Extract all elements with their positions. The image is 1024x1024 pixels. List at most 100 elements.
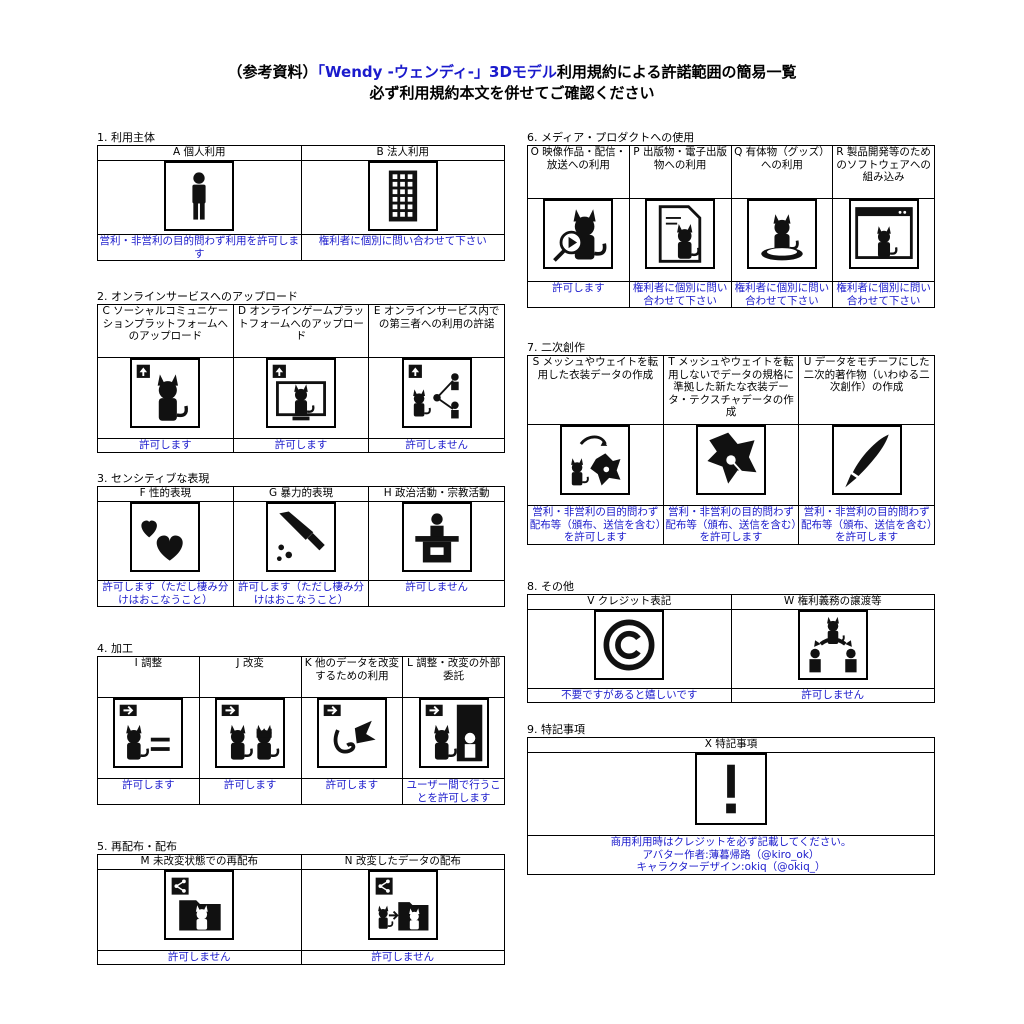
item-header: S メッシュやウェイトを転用した衣装データの作成 xyxy=(527,355,664,425)
item-icon-cell xyxy=(662,424,800,506)
note-line: キャラクターデザイン:okiq（@okiq_） xyxy=(636,861,826,873)
item-result: 権利者に個別に問い合わせて下さい xyxy=(300,234,505,261)
item-header: I 調整 xyxy=(97,656,200,698)
item-header: U データをモチーフにした二次的著作物（いわゆる二次創作）の作成 xyxy=(798,355,935,425)
note-line: アバター作者:薄暮帰路（@kiro_ok） xyxy=(642,848,820,861)
building-icon xyxy=(367,161,438,231)
item-result: 許可します xyxy=(527,281,630,308)
item-header: O 映像作品・配信・放送への利用 xyxy=(527,145,630,199)
item-icon-cell xyxy=(300,869,505,951)
item-header: H 政治活動・宗教活動 xyxy=(368,486,505,502)
item-icon-cell xyxy=(527,198,630,282)
item-result: 許可しません xyxy=(368,438,505,453)
hearts-icon xyxy=(130,502,201,572)
item-header: L 調整・改変の外部委託 xyxy=(402,656,505,698)
item-header: C ソーシャルコミュニケーションプラットフォームへのアップロード xyxy=(97,304,234,358)
item-icon-cell xyxy=(97,357,234,439)
item-header: X 特記事項 xyxy=(527,737,935,753)
item-icon-cell xyxy=(527,424,664,506)
item-icon-cell xyxy=(97,869,302,951)
item-result: 営利・非営利の目的問わず配布等（頒布、送信を含む）を許可します xyxy=(798,505,935,545)
document-icon xyxy=(645,199,716,269)
section-title: 2. オンラインサービスへのアップロード xyxy=(97,290,298,303)
item-header: G 暴力的表現 xyxy=(232,486,370,502)
item-result: 許可します（ただし棲み分けはおこなうこと） xyxy=(232,580,370,607)
costume-transfer-icon xyxy=(560,425,631,495)
item-result: 許可しません xyxy=(368,580,505,607)
item-header: P 出版物・電子出版物への利用 xyxy=(628,145,732,199)
item-icon-cell xyxy=(402,697,505,779)
redistribute-icon xyxy=(164,870,235,940)
item-result: 許可します xyxy=(198,778,302,805)
item-icon-cell xyxy=(368,357,505,439)
upload-monitor-icon xyxy=(265,358,336,428)
item-result: 営利・非営利の目的問わず利用を許可します xyxy=(97,234,302,261)
section-title: 4. 加工 xyxy=(97,642,133,655)
exclamation-icon xyxy=(695,753,767,825)
share-users-icon xyxy=(401,358,472,428)
outsource-icon xyxy=(418,698,489,768)
item-header: M 未改変状態での再配布 xyxy=(97,854,302,870)
item-header: F 性的表現 xyxy=(97,486,234,502)
item-header: Q 有体物（グッズ）への利用 xyxy=(730,145,834,199)
transfer-icon xyxy=(797,610,868,680)
modify-icon xyxy=(215,698,286,768)
knife-icon xyxy=(265,502,336,572)
item-icon-cell xyxy=(798,424,935,506)
item-result: 権利者に個別に問い合わせて下さい xyxy=(628,281,732,308)
section-title: 7. 二次創作 xyxy=(527,341,585,354)
section-title: 1. 利用主体 xyxy=(97,131,155,144)
costume-new-icon xyxy=(695,425,766,495)
item-header: T メッシュやウェイトを転用しないでデータの規格に準拠した新たな衣装データ・テク… xyxy=(662,355,800,425)
item-result: 権利者に個別に問い合わせて下さい xyxy=(730,281,834,308)
section-title: 6. メディア・プロダクトへの使用 xyxy=(527,131,695,144)
item-icon-cell xyxy=(628,198,732,282)
upload-avatar-icon xyxy=(130,358,201,428)
adjust-icon xyxy=(113,698,184,768)
item-header: K 他のデータを改変するための利用 xyxy=(300,656,404,698)
item-header: E オンラインサービス内での第三者への利用の許諾 xyxy=(368,304,505,358)
item-result: ユーザー間で行うことを許可します xyxy=(402,778,505,805)
item-icon-cell xyxy=(368,501,505,581)
item-icon-cell xyxy=(527,609,732,689)
item-result: 不要ですがあると嬉しいです xyxy=(527,688,732,703)
figure-icon xyxy=(746,199,817,269)
note-line: 商用利用時はクレジットを必ず記載してください。 xyxy=(610,836,852,848)
item-result: 許可します（ただし棲み分けはおこなうこと） xyxy=(97,580,234,607)
section-title: 3. センシティブな表現 xyxy=(97,472,210,485)
distribute-modified-icon xyxy=(367,870,438,940)
item-result: 許可します xyxy=(97,438,234,453)
item-header: B 法人利用 xyxy=(300,145,505,161)
item-header: W 権利義務の譲渡等 xyxy=(730,594,935,610)
item-result: 許可します xyxy=(300,778,404,805)
item-result: 営利・非営利の目的問わず配布等（頒布、送信を含む）を許可します xyxy=(527,505,664,545)
copyright-icon xyxy=(594,610,665,680)
item-icon-cell xyxy=(97,697,200,779)
section-title: 9. 特記事項 xyxy=(527,723,585,736)
item-result: 許可します xyxy=(97,778,200,805)
item-result: 商用利用時はクレジットを必ず記載してください。アバター作者:薄暮帰路（@kiro… xyxy=(527,835,935,875)
item-result: 許可しません xyxy=(97,950,302,965)
item-result: 権利者に個別に問い合わせて下さい xyxy=(832,281,935,308)
item-icon-cell xyxy=(232,501,370,581)
item-header: D オンラインゲームプラットフォームへのアップロード xyxy=(232,304,370,358)
item-result: 許可します xyxy=(232,438,370,453)
item-result: 許可しません xyxy=(730,688,935,703)
item-icon-cell xyxy=(97,160,302,235)
item-icon-cell xyxy=(300,697,404,779)
item-icon-cell xyxy=(527,752,935,836)
item-icon-cell xyxy=(198,697,302,779)
item-header: J 改変 xyxy=(198,656,302,698)
video-icon xyxy=(543,199,614,269)
person-icon xyxy=(164,161,235,231)
item-result: 営利・非営利の目的問わず配布等（頒布、送信を含む）を許可します xyxy=(662,505,800,545)
item-icon-cell xyxy=(300,160,505,235)
